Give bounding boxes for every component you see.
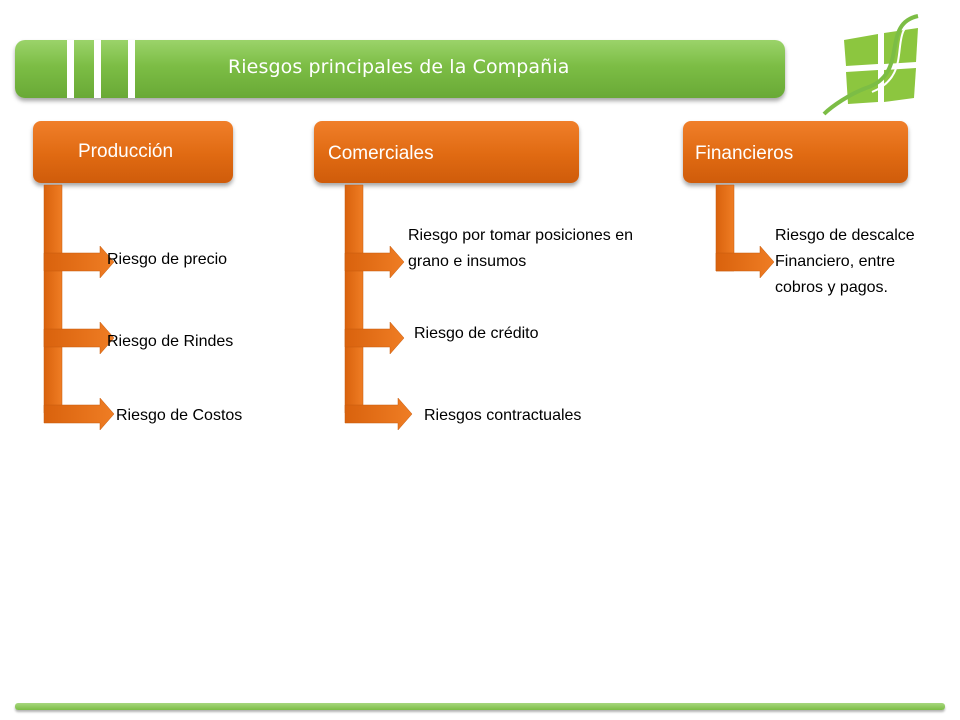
arrow <box>344 321 405 355</box>
category-label: Comerciales <box>328 143 434 164</box>
arrow <box>43 245 115 279</box>
footer-divider <box>15 703 945 710</box>
connector-line <box>344 184 364 414</box>
risk-item: Riesgo de precio <box>107 251 228 268</box>
risk-item: Riesgo de Rindes <box>107 333 234 350</box>
banner-stripe <box>67 40 74 98</box>
connector-line <box>43 184 63 414</box>
arrow <box>715 245 775 279</box>
risk-item: Riesgo de Costos <box>116 407 243 424</box>
company-logo-icon <box>822 14 919 116</box>
arrow <box>344 245 405 279</box>
category-label: Producción <box>78 141 174 162</box>
category-comerciales: Comerciales <box>314 121 579 183</box>
risk-item: Riesgos contractuales <box>424 407 582 424</box>
page-title: Riesgos principales de la Compañia <box>228 56 570 78</box>
banner-stripe <box>128 40 135 98</box>
category-label: Financieros <box>695 143 794 164</box>
banner-stripe <box>94 40 101 98</box>
arrow <box>344 397 413 431</box>
risk-item: Riesgo por tomar posiciones en grano e i… <box>408 227 634 270</box>
risk-item: Riesgo de crédito <box>414 325 539 342</box>
category-financieros: Financieros <box>683 121 908 183</box>
category-produccion: Producción <box>33 121 233 183</box>
risk-item: Riesgo de descalce Financiero, entre cob… <box>775 227 915 296</box>
arrow <box>43 397 115 431</box>
arrow <box>43 321 115 355</box>
title-banner <box>15 40 785 98</box>
